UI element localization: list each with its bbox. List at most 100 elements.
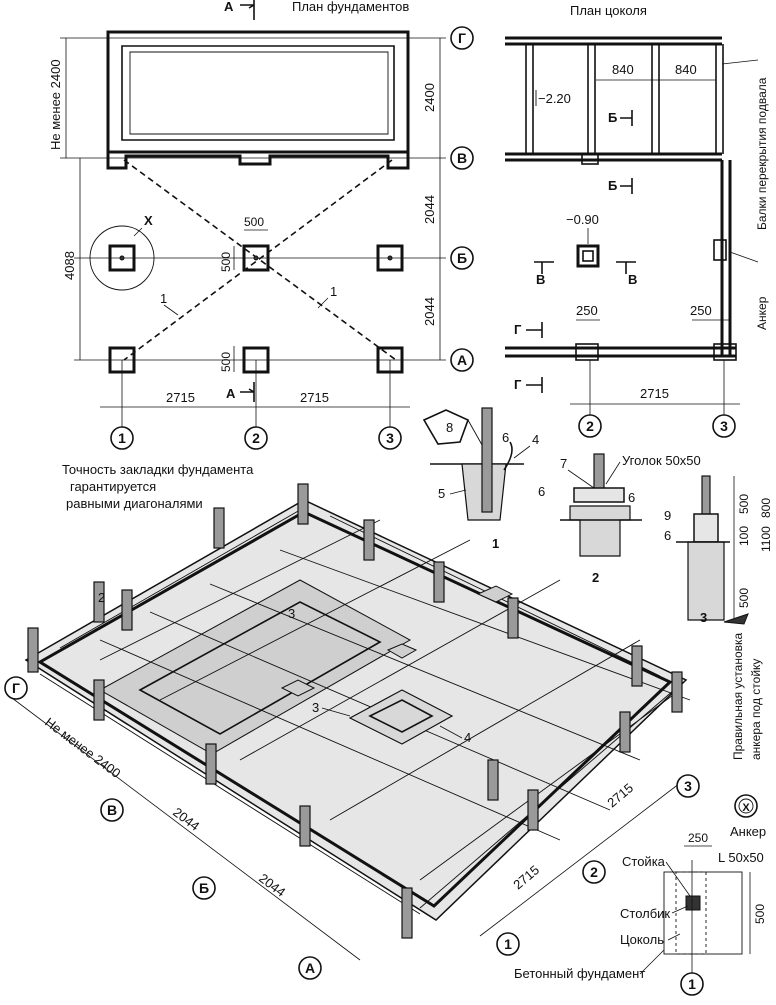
- callout-leader: [665, 861, 691, 897]
- axis-bubble-a: А: [450, 348, 474, 372]
- basement-pit-iso: [138, 601, 382, 735]
- stake: [299, 805, 311, 847]
- post-section: [685, 895, 701, 911]
- anchor-axis-bubble-1: 1: [680, 972, 704, 996]
- plinth-outline: [675, 871, 707, 955]
- anchor-angle-label: L 50х50: [718, 850, 764, 865]
- section-b1-arrow: [620, 110, 633, 126]
- section-g2-marker: Г: [514, 377, 522, 392]
- dim-d3-1100: 1100: [759, 526, 773, 552]
- rebar-anchor: [503, 441, 513, 471]
- plinth-block: [693, 513, 719, 543]
- stake: [93, 581, 105, 623]
- callout-4-d1: 4: [532, 432, 539, 447]
- dim-d3-100: 100: [737, 526, 751, 546]
- callout-6-d2b: 6: [628, 490, 635, 505]
- stake: [363, 519, 375, 561]
- svg-text:2: 2: [252, 430, 260, 446]
- diagonal-callout-1a: 1: [160, 291, 167, 306]
- post: [701, 475, 711, 517]
- dim-d3-500b: 500: [737, 588, 751, 608]
- pad-iso: [476, 585, 514, 603]
- iso-axis-bubble-1: 1: [496, 932, 520, 956]
- section-b2-marker: Б: [608, 178, 617, 193]
- iso-dim-2715b: 2715: [510, 862, 542, 892]
- joist-1: [525, 44, 534, 154]
- callout-leader: [667, 933, 681, 941]
- plinth-post: [575, 343, 599, 361]
- note-line-1: Точность закладки фундамента: [62, 462, 254, 477]
- pad-2a: [242, 346, 270, 374]
- dim-840b: 840: [675, 62, 697, 77]
- joist-3: [651, 44, 660, 154]
- anchor-title: Анкер: [730, 824, 766, 839]
- beam-top: [505, 36, 722, 46]
- callout-leader: [639, 949, 665, 975]
- stake: [433, 561, 445, 603]
- dim-d3-800: 800: [759, 498, 773, 518]
- footing: [687, 541, 725, 621]
- detail-1-number: 1: [492, 536, 499, 551]
- section-v2-arrow: [616, 261, 636, 274]
- axis-bubble-g: Г: [450, 26, 474, 50]
- pad-iso-inner: [368, 699, 434, 733]
- plinth-beam: [573, 487, 625, 503]
- iso-callout-3a: 3: [288, 606, 295, 621]
- dim-2400: 2400: [422, 83, 437, 112]
- anchor-caption: Бетонный фундамент: [514, 966, 645, 981]
- pad-square: [376, 244, 404, 272]
- post: [481, 407, 493, 513]
- section-b1-marker: Б: [608, 110, 617, 125]
- basement-wall-inner: [121, 45, 395, 141]
- section-b2-arrow: [620, 178, 633, 194]
- detail-3: 9 6 500 800 100 1100 500 3 Правильная ус…: [664, 475, 773, 760]
- anchor-leader: [729, 251, 759, 263]
- joist-2: [587, 44, 596, 154]
- iso-callout-2: 2: [98, 590, 105, 605]
- dim-840a: 840: [612, 62, 634, 77]
- basement-wall-bottom: [106, 152, 410, 170]
- iso-callout-3b: 3: [312, 700, 319, 715]
- pad-iso-detail: [348, 689, 454, 745]
- bucket: [422, 409, 470, 445]
- section-g1-marker: Г: [514, 322, 522, 337]
- svg-text:2: 2: [586, 418, 594, 434]
- anchor-dim-500: 500: [753, 904, 767, 924]
- stake: [619, 711, 631, 753]
- stoyka-label: Стойка: [622, 854, 666, 869]
- axis-bubble-3: 3: [378, 426, 402, 450]
- note-line-2: гарантируется: [70, 479, 156, 494]
- beam-upper: [505, 152, 722, 162]
- string-grid-b: [99, 519, 681, 881]
- dim-not-less-2400: Не менее 2400: [48, 59, 63, 150]
- svg-text:3: 3: [684, 778, 692, 794]
- beams-label: Балки перекрытия подвала: [755, 77, 769, 230]
- callout-6-d1: 6: [502, 430, 509, 445]
- section-v1-arrow: [534, 261, 554, 274]
- detail-1: 8 6 4 5 1: [422, 407, 539, 551]
- iso-axis-bubble-2: 2: [582, 860, 606, 884]
- callout-9: 9: [664, 508, 671, 523]
- svg-text:3: 3: [720, 418, 728, 434]
- axis-bubble-3-right: 3: [712, 414, 736, 438]
- section-a-bottom-marker: А: [226, 386, 236, 401]
- anchor-detail: Х Анкер 250 L 50х50 500 Стойка Столбик Ц…: [514, 794, 767, 996]
- callout-leader: [605, 461, 621, 485]
- section-g1-arrow: [526, 322, 543, 338]
- level-220: −2.20: [538, 91, 571, 106]
- footing: [569, 505, 631, 557]
- pad-square: [108, 244, 136, 272]
- section-v1-marker: В: [536, 272, 545, 287]
- callout-8: 8: [446, 420, 453, 435]
- tsokol-label: Цоколь: [620, 932, 664, 947]
- svg-text:Б: Б: [457, 250, 467, 266]
- anchor-dim-250: 250: [688, 831, 708, 845]
- axis-bubble-2-right: 2: [578, 414, 602, 438]
- svg-text:В: В: [107, 802, 117, 818]
- dim-500-lower: 500: [219, 352, 233, 372]
- dim-2044-upper: 2044: [422, 195, 437, 224]
- plinth-post: [713, 239, 727, 261]
- iso-axis-bubble-a: А: [298, 956, 322, 980]
